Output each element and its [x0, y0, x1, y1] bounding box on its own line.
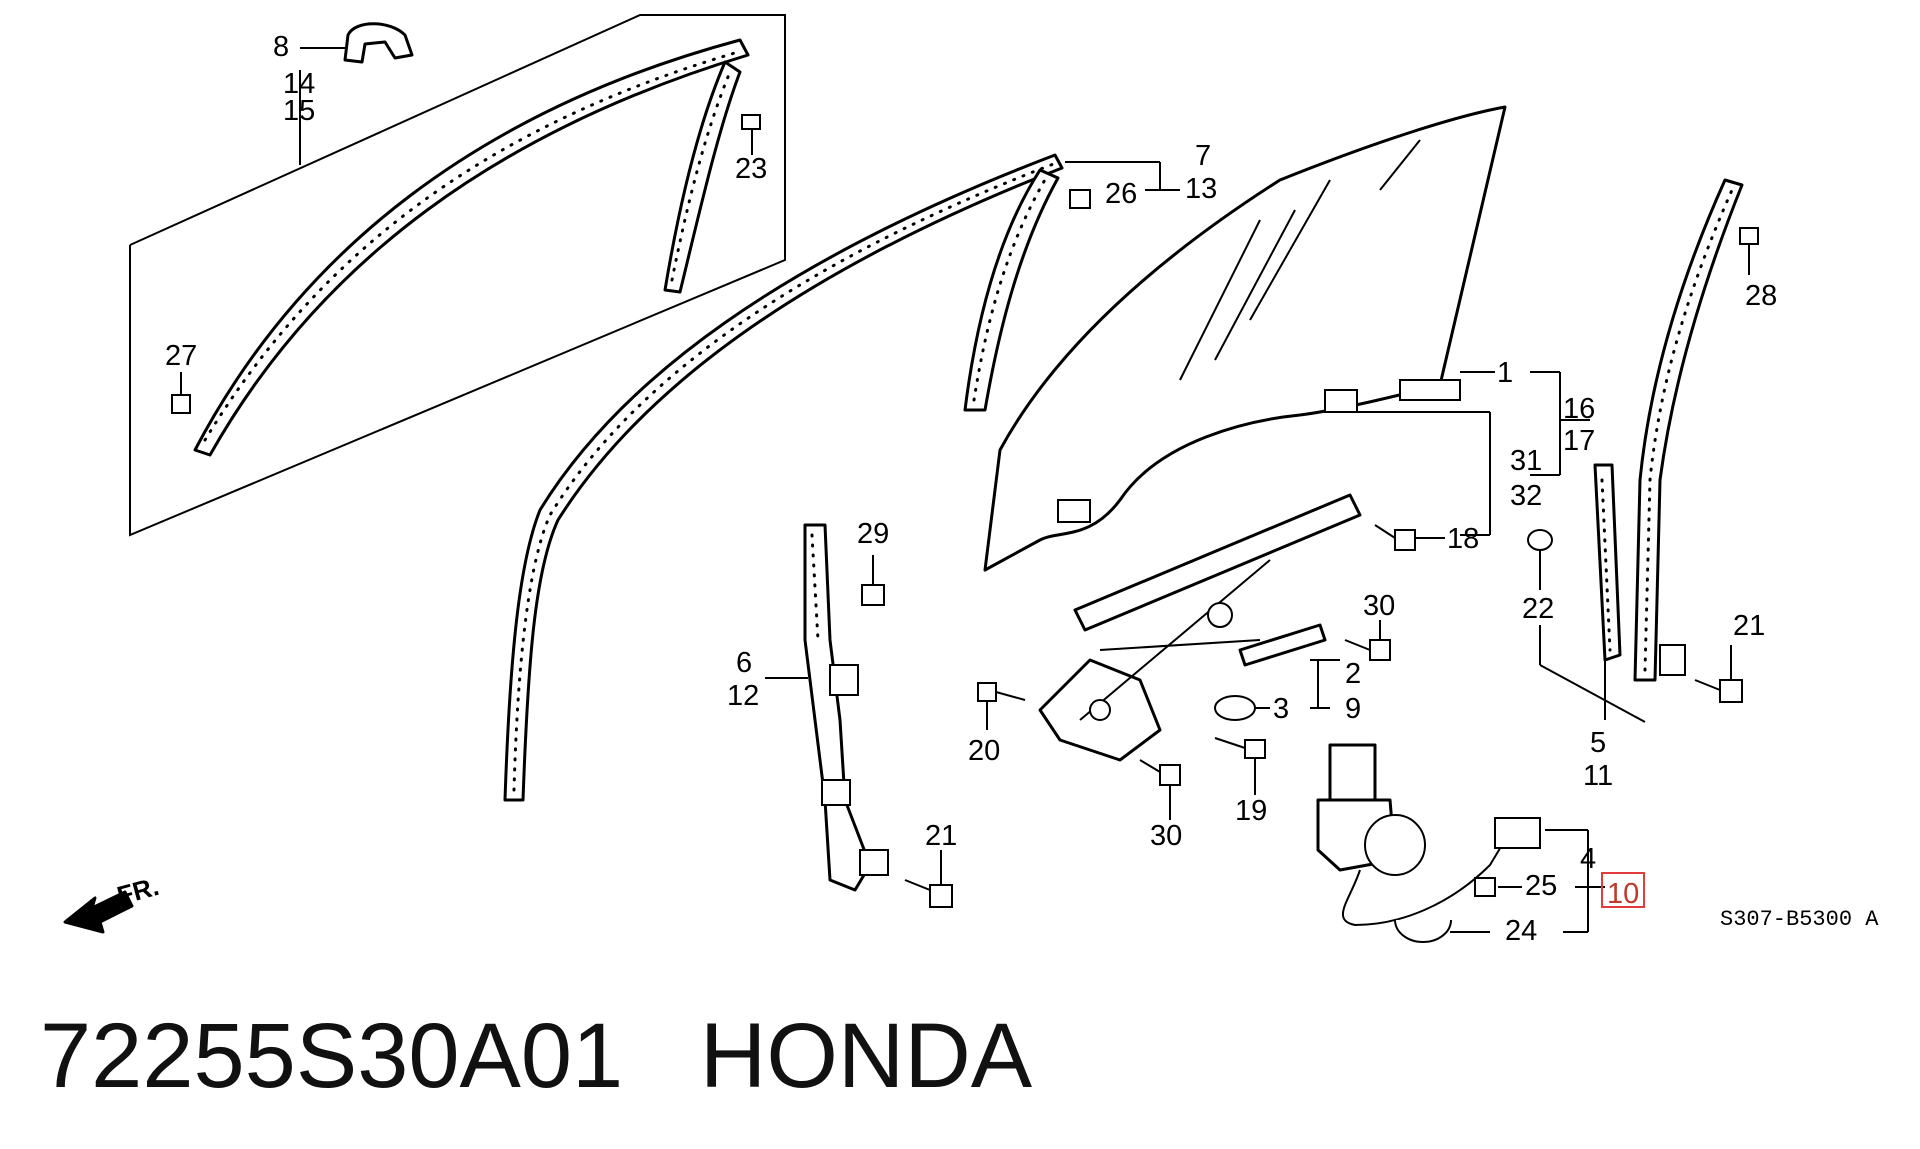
screw-23-icon	[741, 114, 761, 130]
bolt-18-icon	[1394, 529, 1416, 551]
door-sash-channel	[503, 153, 1180, 802]
callout-4: 4	[1580, 843, 1596, 875]
callout-8: 8	[273, 31, 289, 63]
clip-8-icon	[343, 22, 414, 64]
part-caption: 72255S30A01 HONDA	[40, 1010, 1032, 1102]
clip-22-icon	[1527, 529, 1554, 551]
nut-29-icon	[861, 584, 885, 606]
callout-5: 5	[1590, 727, 1606, 759]
fasteners-center	[977, 620, 1391, 820]
callout-12: 12	[727, 680, 759, 712]
callout-16: 16	[1563, 393, 1595, 425]
front-label: FR.	[114, 871, 162, 911]
screw-28-icon	[1739, 227, 1759, 245]
bolt-20-icon	[977, 682, 997, 702]
callout-9: 9	[1345, 693, 1361, 725]
motor-assembly	[1316, 743, 1605, 943]
callout-3: 3	[1273, 693, 1289, 725]
brand-name: HONDA	[699, 1005, 1033, 1107]
callout-22: 22	[1522, 593, 1554, 625]
callout-2: 2	[1345, 658, 1361, 690]
callout-11: 11	[1583, 760, 1613, 792]
clip-26-icon	[1069, 189, 1091, 209]
run-channel-6	[765, 523, 953, 908]
callout-26: 26	[1105, 178, 1137, 210]
bolt-30b-icon	[1159, 764, 1181, 786]
diagram-code: S307-B5300 A	[1720, 907, 1879, 932]
clip-27-icon	[171, 394, 191, 414]
callout-30a: 30	[1363, 590, 1395, 622]
bolt-21b-icon	[1719, 679, 1743, 703]
window-regulator	[1038, 493, 1445, 762]
callout-13: 13	[1185, 173, 1217, 205]
callout-27: 27	[165, 340, 197, 372]
callout-24: 24	[1505, 915, 1537, 947]
callout-31: 31	[1510, 445, 1542, 477]
callout-15: 15	[283, 95, 315, 127]
callout-32: 32	[1510, 480, 1542, 512]
rear-channel	[1527, 178, 1759, 723]
bolt-30a-icon	[1369, 639, 1391, 661]
callout-19: 19	[1235, 795, 1267, 827]
parts-diagram: FR. 8 14 15 23 27 7 26 13 28 1 16 17 31 …	[63, 14, 1879, 947]
callout-23: 23	[735, 153, 767, 185]
callout-10: 10	[1607, 878, 1639, 910]
callout-25: 25	[1525, 870, 1557, 902]
connector-25-icon	[1474, 877, 1496, 897]
part-number: 72255S30A01	[40, 1005, 624, 1107]
callout-30b: 30	[1150, 820, 1182, 852]
door-glass	[983, 105, 1590, 572]
callout-28: 28	[1745, 280, 1777, 312]
callout-21b: 21	[1733, 610, 1765, 642]
callout-18: 18	[1447, 523, 1479, 555]
callout-17: 17	[1563, 425, 1595, 457]
callout-1: 1	[1497, 357, 1513, 389]
callout-21a: 21	[925, 820, 957, 852]
front-direction-arrow	[63, 890, 134, 934]
bolt-19-icon	[1244, 739, 1266, 759]
highlight-box	[1601, 872, 1645, 908]
callout-7: 7	[1195, 140, 1211, 172]
callout-6: 6	[736, 647, 752, 679]
molding-box	[129, 14, 786, 537]
roller-3-icon	[1214, 695, 1256, 721]
callout-14: 14	[283, 68, 315, 100]
callout-labels: 8 14 15 23 27 7 26 13 28 1 16 17 31 32 1…	[165, 31, 1777, 947]
callout-29: 29	[857, 518, 889, 550]
bolt-21a-icon	[929, 884, 953, 908]
callout-20: 20	[968, 735, 1000, 767]
label-plate-1	[1399, 379, 1461, 401]
